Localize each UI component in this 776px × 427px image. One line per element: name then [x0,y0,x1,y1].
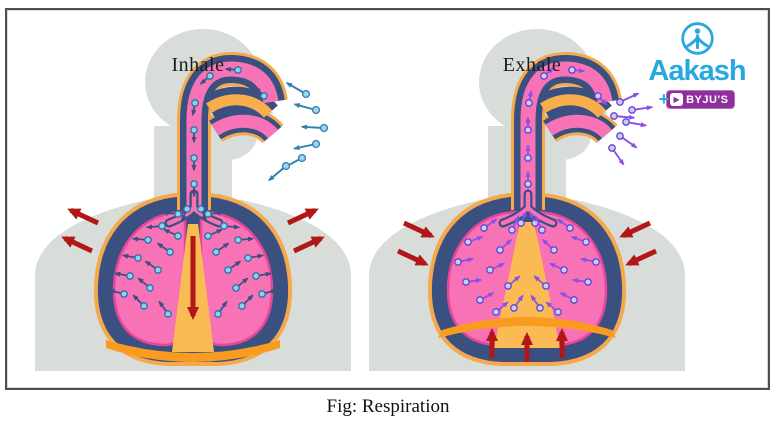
byjus-badge-row: + ▶ BYJU'S [625,89,769,110]
exhale-airflow-trachea [517,66,608,227]
exhale-illustration [362,18,702,380]
figure-caption: Fig: Respiration [326,396,450,417]
aakash-byjus-logo: Aakash + ▶ BYJU'S [625,20,769,110]
diaphragm [438,317,616,338]
diaphragm [106,340,280,362]
aakash-logo-icon [680,22,714,55]
inhale-panel: Inhale [28,18,368,380]
inhale-airflow-trachea [181,66,268,222]
diaphragm-up-arrows [486,328,568,362]
mediastinum [494,222,560,348]
byjus-badge: ▶ BYJU'S [666,90,736,109]
logo-plus-sign: + [658,89,670,109]
logo-brand-text: Aakash [648,55,746,87]
inhale-illustration [28,18,368,380]
inhale-air-particles-mouth [267,82,329,182]
byjus-text: BYJU'S [686,93,729,106]
rib-relaxation-arrows [396,220,658,266]
byjus-logo-icon: ▶ [670,93,684,106]
exhale-airflow-right-lung [530,215,600,316]
inhale-airflow-right-lung [204,210,278,318]
exhale-airflow-left-lung [454,215,524,316]
inhale-airflow-left-lung [108,210,182,318]
figure-frame: Inhale Exhale Aakash [5,8,770,390]
inhale-label: Inhale [171,54,225,76]
exhale-label: Exhale [502,54,562,76]
rib-expansion-arrows [61,208,325,254]
exhale-air-particles-mouth [608,92,654,166]
exhale-panel: Exhale [362,18,702,380]
